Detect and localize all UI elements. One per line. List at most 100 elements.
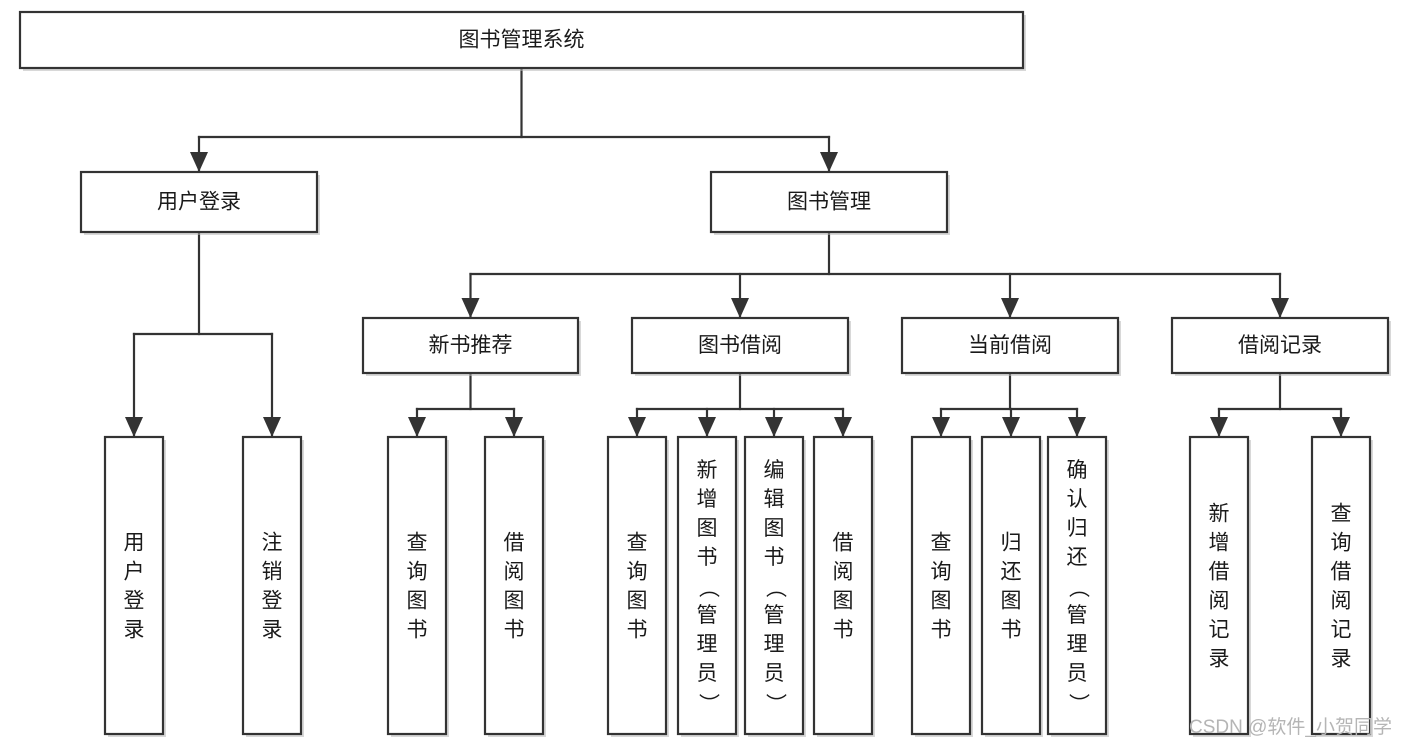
node-new-book-recommend[interactable] <box>361 316 580 375</box>
svg-text:归: 归 <box>1001 532 1022 555</box>
svg-text:理: 理 <box>697 633 718 656</box>
svg-text:询: 询 <box>627 561 648 584</box>
svg-text:图: 图 <box>764 517 785 540</box>
svg-text:阅: 阅 <box>504 561 525 584</box>
connector-layer <box>125 66 1350 439</box>
node-user-login[interactable] <box>79 170 319 234</box>
node-book-manage[interactable] <box>709 170 949 234</box>
node-book-borrow-label: 图书借阅 <box>698 334 782 357</box>
svg-text:书: 书 <box>833 619 854 642</box>
svg-text:书: 书 <box>764 546 785 569</box>
arrow-head-icon <box>1002 417 1020 437</box>
node-leaf-query-book-2[interactable] <box>606 435 668 736</box>
svg-text:理: 理 <box>1067 633 1088 656</box>
arrow-head-icon <box>628 417 646 437</box>
node-leaf-return-book[interactable] <box>980 435 1042 736</box>
node-leaf-query-book-3[interactable] <box>910 435 972 736</box>
arrow-head-icon <box>698 417 716 437</box>
arrow-head-icon <box>1332 417 1350 437</box>
svg-text:注: 注 <box>262 532 283 555</box>
svg-text:（: （ <box>1066 577 1089 598</box>
svg-text:户: 户 <box>124 561 145 584</box>
svg-text:书: 书 <box>407 619 428 642</box>
svg-text:图: 图 <box>504 590 525 613</box>
node-layer: 图书管理系统用户登录图书管理新书推荐图书借阅当前借阅借阅记录用户登录注销登录查询… <box>18 10 1391 737</box>
svg-text:（: （ <box>696 577 719 598</box>
svg-text:查: 查 <box>407 532 428 555</box>
svg-text:员: 员 <box>697 662 718 685</box>
node-leaf-add-book[interactable] <box>676 435 738 736</box>
svg-text:阅: 阅 <box>1209 590 1230 613</box>
node-book-borrow[interactable] <box>630 316 850 375</box>
node-borrow-record[interactable] <box>1170 316 1390 375</box>
svg-text:）: ） <box>763 693 786 714</box>
node-leaf-user-login[interactable] <box>103 435 165 736</box>
svg-text:员: 员 <box>1067 662 1088 685</box>
svg-text:书: 书 <box>504 619 525 642</box>
svg-text:借: 借 <box>833 532 854 555</box>
svg-text:管: 管 <box>764 604 785 627</box>
svg-text:归: 归 <box>1067 517 1088 540</box>
svg-text:还: 还 <box>1067 546 1088 569</box>
svg-text:借: 借 <box>504 532 525 555</box>
node-current-borrow[interactable] <box>900 316 1120 375</box>
svg-text:确: 确 <box>1067 459 1088 482</box>
svg-text:用: 用 <box>124 532 145 555</box>
svg-text:新: 新 <box>1209 503 1230 526</box>
node-leaf-user-logout[interactable] <box>241 435 303 736</box>
svg-text:借: 借 <box>1331 561 1352 584</box>
arrow-head-icon <box>505 417 523 437</box>
node-user-login-label: 用户登录 <box>157 191 241 214</box>
node-leaf-confirm-return[interactable] <box>1046 435 1108 736</box>
svg-text:编: 编 <box>764 459 785 482</box>
svg-text:查: 查 <box>627 532 648 555</box>
node-new-book-recommend-label: 新书推荐 <box>429 334 513 357</box>
node-root[interactable] <box>18 10 1025 70</box>
svg-text:辑: 辑 <box>764 488 785 511</box>
svg-text:登: 登 <box>262 590 283 613</box>
svg-text:询: 询 <box>407 561 428 584</box>
svg-text:新: 新 <box>697 459 718 482</box>
svg-text:记: 记 <box>1331 619 1352 642</box>
svg-text:查: 查 <box>1331 503 1352 526</box>
node-leaf-borrow-book-1[interactable] <box>483 435 545 736</box>
svg-text:）: ） <box>1066 693 1089 714</box>
svg-text:图: 图 <box>833 590 854 613</box>
arrow-head-icon <box>461 298 480 318</box>
svg-text:借: 借 <box>1209 561 1230 584</box>
svg-text:书: 书 <box>697 546 718 569</box>
arrow-head-icon <box>263 417 281 437</box>
svg-text:查: 查 <box>931 532 952 555</box>
arrow-head-icon <box>820 152 838 172</box>
svg-text:录: 录 <box>124 619 145 642</box>
svg-text:询: 询 <box>1331 532 1352 555</box>
node-leaf-query-book-1[interactable] <box>386 435 448 736</box>
arrow-head-icon <box>1271 298 1289 318</box>
svg-text:图: 图 <box>407 590 428 613</box>
svg-text:书: 书 <box>1001 619 1022 642</box>
svg-text:（: （ <box>763 577 786 598</box>
node-book-manage-label: 图书管理 <box>787 191 871 214</box>
arrow-head-icon <box>765 417 783 437</box>
node-leaf-borrow-book-2[interactable] <box>812 435 874 736</box>
svg-text:记: 记 <box>1209 619 1230 642</box>
svg-text:增: 增 <box>1209 532 1230 555</box>
node-leaf-edit-book[interactable] <box>743 435 805 736</box>
arrow-head-icon <box>834 417 852 437</box>
svg-text:图: 图 <box>1001 590 1022 613</box>
node-leaf-add-record[interactable] <box>1188 435 1250 736</box>
csdn-watermark: CSDN @软件_小贺同学 <box>1189 716 1392 738</box>
arrow-head-icon <box>932 417 950 437</box>
svg-text:销: 销 <box>262 561 283 584</box>
node-leaf-query-record[interactable] <box>1310 435 1372 736</box>
svg-text:录: 录 <box>262 619 283 642</box>
